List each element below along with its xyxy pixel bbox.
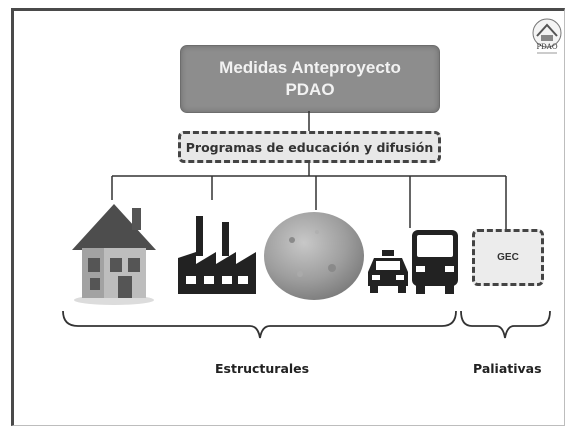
education-program-box: Programas de educación y difusión [178,131,441,163]
logo-text: PDAO [536,43,557,51]
bus-icon [412,230,458,294]
factory-icon [178,216,256,294]
education-program-label: Programas de educación y difusión [185,139,434,155]
gec-box: GEC [472,229,544,286]
title-line-2: PDAO [285,80,335,99]
pdao-logo-icon: PDAO [532,18,562,54]
palliative-label: Paliativas [473,361,542,376]
taxi-icon [368,250,408,293]
stone-disc-icon [264,212,364,300]
slide-frame [11,8,565,426]
title-box: Medidas Anteproyecto PDAO [180,45,440,113]
title-line-1: Medidas Anteproyecto [219,58,401,77]
house-icon [72,204,156,305]
structural-label: Estructurales [215,361,310,376]
gec-label: GEC [497,252,519,263]
